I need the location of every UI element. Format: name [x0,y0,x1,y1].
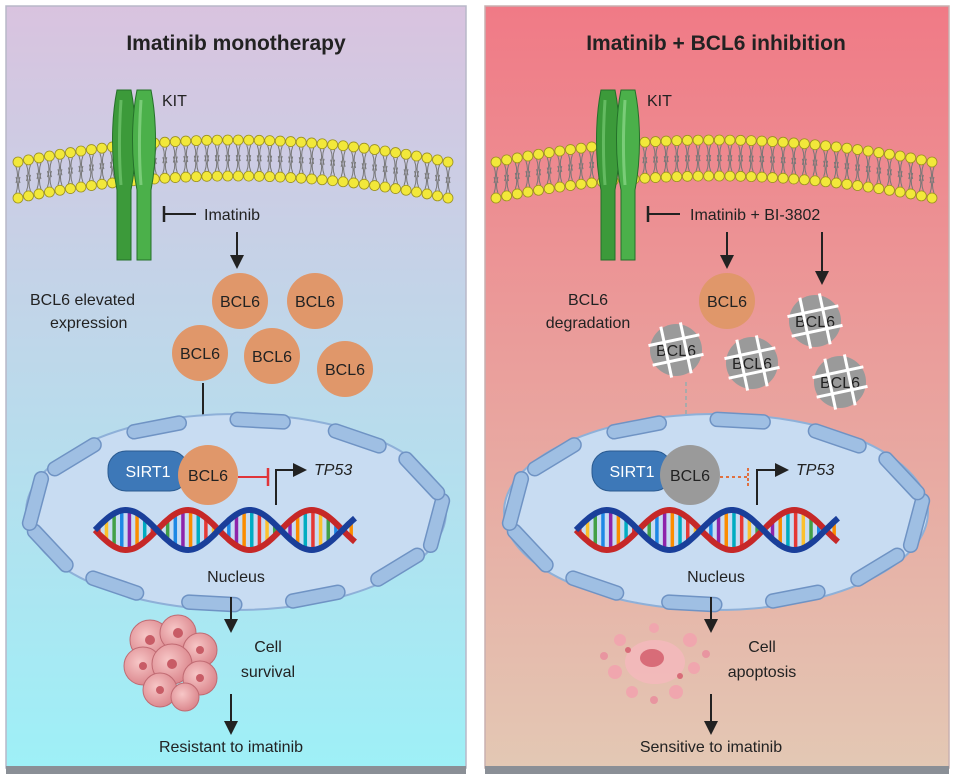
cell-outcome-line1: Cell [254,639,282,656]
kit-label: KIT [647,93,672,110]
panel-right: Imatinib + BCL6 inhibition KIT Imatinib … [484,5,950,774]
bcl6-protein: BCL6 [287,273,343,329]
panel-left: Imatinib monotherapy KIT Imatinib BCL6 e… [5,5,467,774]
panel-right-shadow [485,766,949,774]
svg-text:BCL6: BCL6 [707,294,747,311]
kit-label: KIT [162,93,187,110]
nucleus-label: Nucleus [207,569,265,586]
degraded-bcl6-protein: BCL6 [648,322,704,378]
final-outcome: Sensitive to imatinib [640,739,782,756]
panel-right-title: Imatinib + BCL6 inhibition [586,32,846,55]
sirt1-protein: SIRT1 [591,450,673,492]
svg-text:BCL6: BCL6 [295,294,335,311]
kit-receptor-icon [112,89,156,261]
degraded-bcl6-protein: BCL6 [724,335,780,391]
bcl6-protein: BCL6 [212,273,268,329]
bcl6-state-label-line1: BCL6 [568,292,608,309]
apoptotic-cell-icon [600,623,710,704]
bcl6-bound-protein: BCL6 [178,445,238,505]
tp53-label: TP53 [796,462,834,479]
bcl6-bound-degraded-protein: BCL6 [660,445,720,505]
svg-text:BCL6: BCL6 [220,294,260,311]
bcl6-state-label-line2: degradation [546,315,631,332]
svg-text:BCL6: BCL6 [670,468,710,485]
cell-outcome-line2: apoptosis [728,664,797,681]
dna-helix-icon [573,506,840,554]
degraded-bcl6-protein: BCL6 [787,293,843,349]
sirt1-protein: SIRT1 [107,450,189,492]
final-outcome: Resistant to imatinib [159,739,303,756]
panel-left-title: Imatinib monotherapy [126,32,346,55]
nucleus-label: Nucleus [687,569,745,586]
svg-text:SIRT1: SIRT1 [609,464,654,481]
panel-right-background [484,5,950,769]
panel-left-shadow [6,766,466,774]
drug-label: Imatinib [204,207,260,224]
tp53-promoter-arrow [756,463,789,505]
lipid-bilayer-icon [12,134,454,204]
cell-outcome-line1: Cell [748,639,776,656]
svg-text:BCL6: BCL6 [252,349,292,366]
tp53-promoter-arrow [275,463,307,505]
bcl6-protein: BCL6 [244,328,300,384]
bcl6-protein: BCL6 [699,273,755,329]
svg-text:BCL6: BCL6 [325,362,365,379]
kit-receptor-icon [596,89,640,261]
svg-text:BCL6: BCL6 [188,468,228,485]
bcl6-protein: BCL6 [172,325,228,381]
panel-left-background [5,5,467,769]
cell-outcome-line2: survival [241,664,295,681]
bcl6-state-label-line1: BCL6 elevated [30,292,135,309]
svg-text:SIRT1: SIRT1 [125,464,170,481]
dna-helix-icon [92,506,357,554]
drug-label: Imatinib + BI-3802 [690,207,820,224]
bcl6-protein: BCL6 [317,341,373,397]
tp53-label: TP53 [314,462,352,479]
degraded-bcl6-protein: BCL6 [812,354,868,410]
bcl6-state-label-line2: expression [50,315,127,332]
cell-cluster-icon [123,614,218,712]
svg-text:BCL6: BCL6 [180,346,220,363]
